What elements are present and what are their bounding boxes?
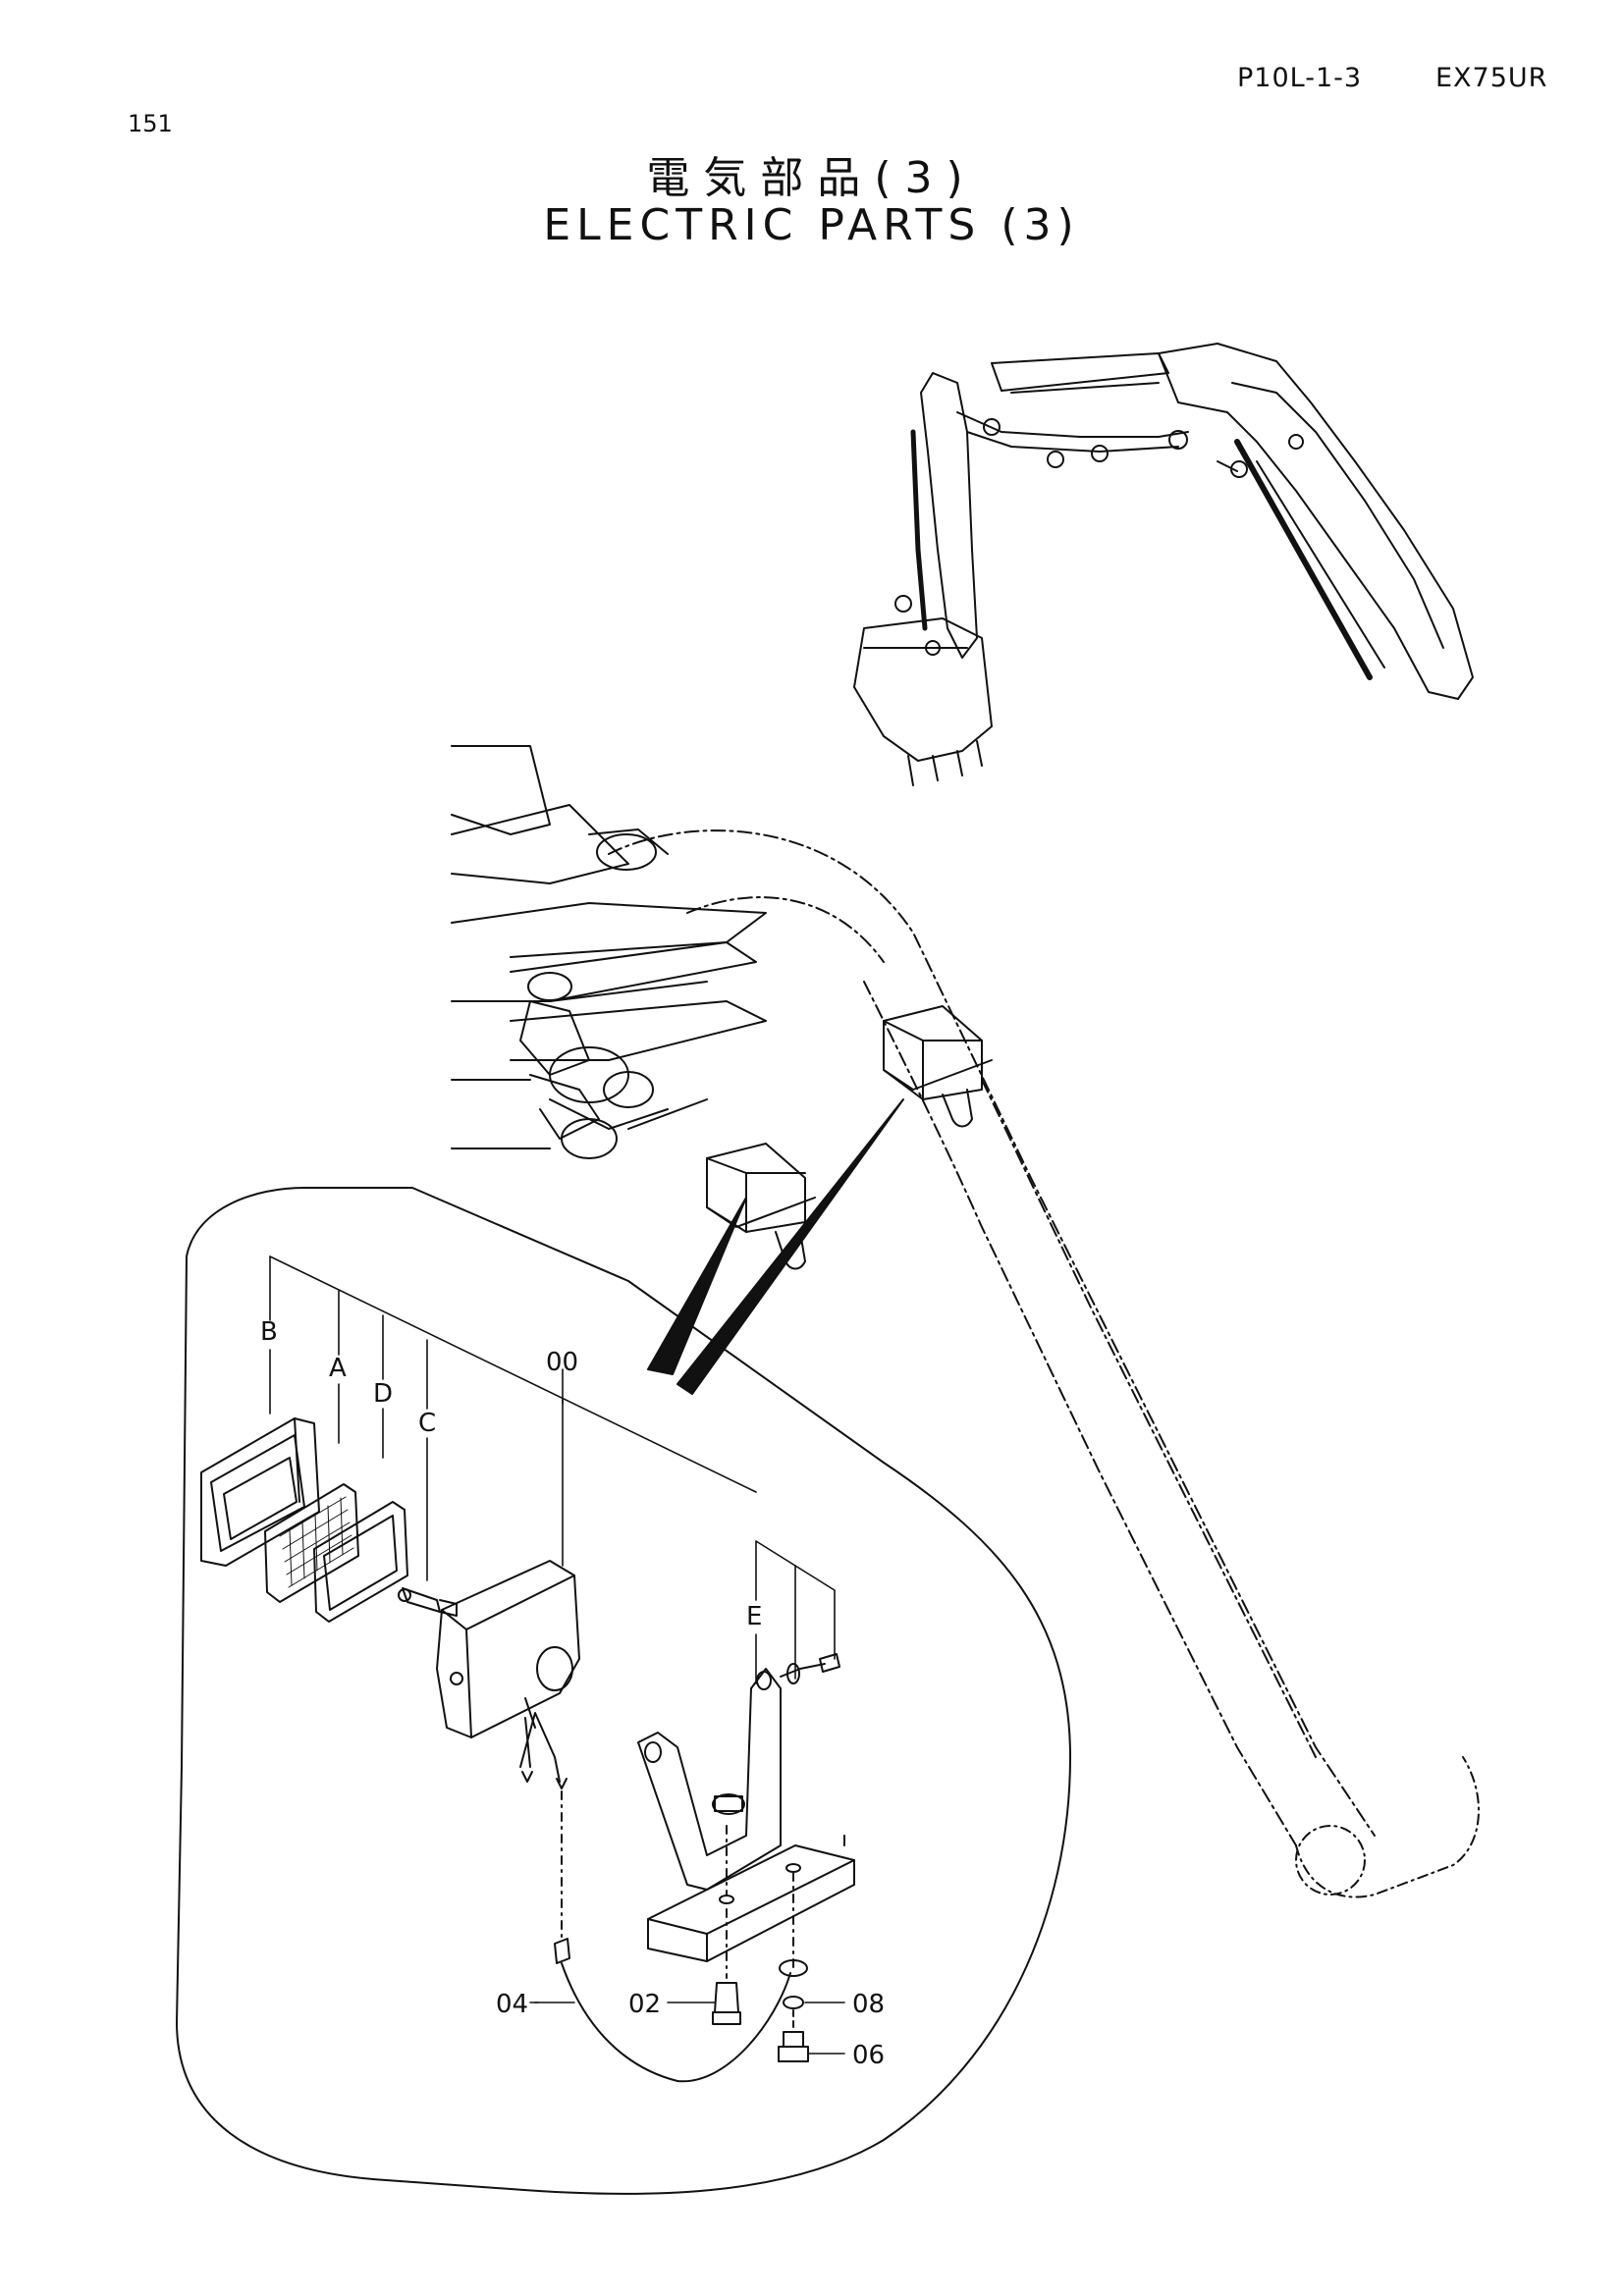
detail-bubble: [176, 1187, 1071, 2195]
boom-closeup: [451, 745, 1480, 1898]
section-code: P10L-1-3: [1237, 63, 1363, 93]
callout-E: E: [746, 1602, 762, 1631]
callout-08: 08: [852, 1990, 885, 2019]
model-name: EX75UR: [1435, 63, 1548, 93]
callout-02: 02: [628, 1990, 661, 2019]
callout-04: 04: [496, 1990, 528, 2019]
callout-leaders: [269, 1255, 836, 1684]
page-number: 151: [128, 110, 173, 137]
work-light-parts: [200, 1417, 580, 1940]
pointer-wedge-2: [676, 1098, 904, 1395]
callout-06: 06: [852, 2041, 885, 2070]
bottom-leaders: [529, 2002, 845, 2055]
callout-00: 00: [546, 1348, 578, 1377]
machine-overview: [853, 343, 1474, 786]
bracket-parts: [554, 1653, 855, 2083]
callout-A: A: [329, 1354, 347, 1383]
callout-B: B: [260, 1317, 278, 1347]
callout-D: D: [373, 1379, 393, 1409]
callout-C: C: [418, 1409, 436, 1438]
title-japanese: 電気部品(3): [646, 153, 977, 203]
pointer-wedge-1: [647, 1197, 747, 1375]
title-english: ELECTRIC PARTS (3): [543, 200, 1080, 250]
